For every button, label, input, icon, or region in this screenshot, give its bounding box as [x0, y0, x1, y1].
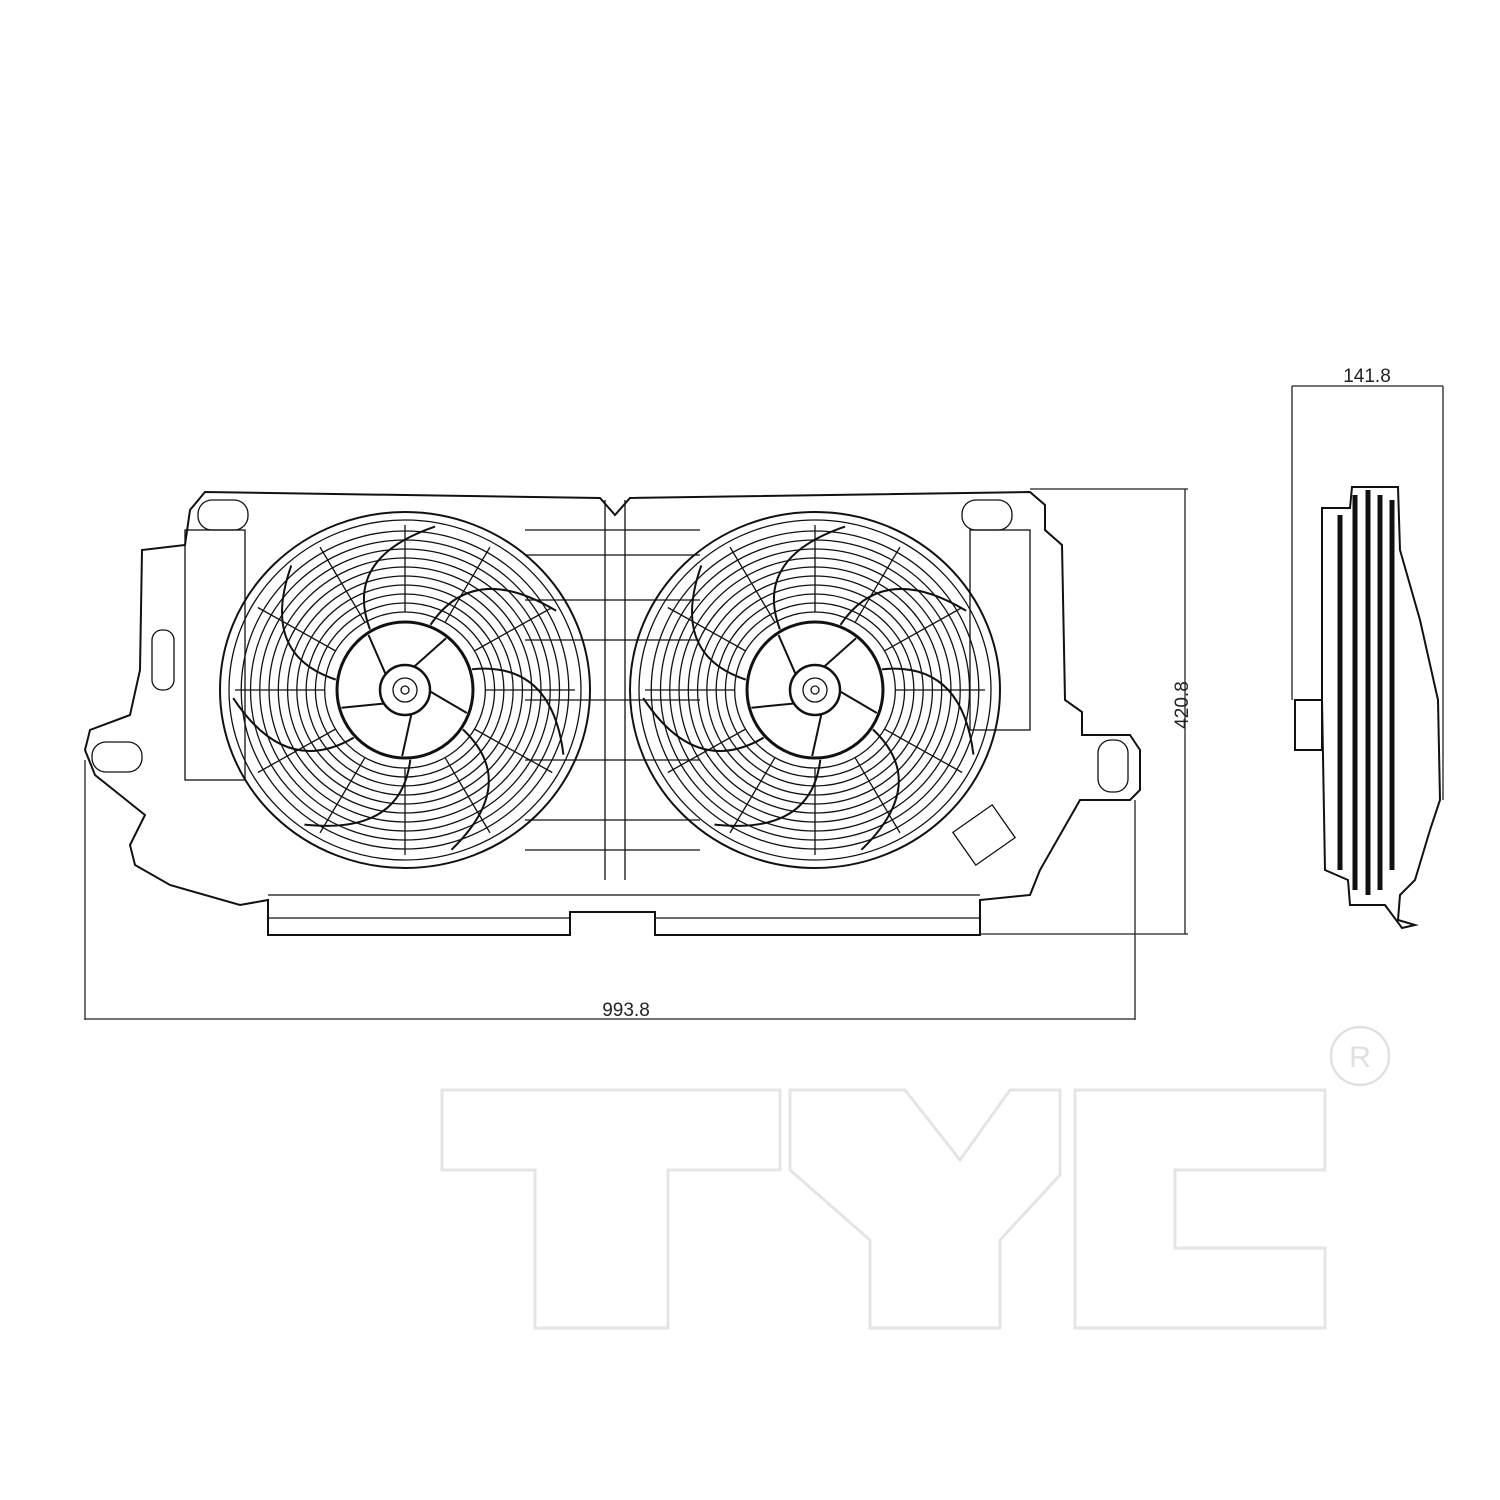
mount-hole-right — [1097, 739, 1129, 793]
dimension-depth: 141.8 — [1291, 366, 1444, 800]
dimension-depth-label: 141.8 — [1343, 366, 1391, 387]
mount-hole-top-right — [961, 499, 1013, 531]
slot-left — [151, 629, 175, 691]
fan-blade — [642, 697, 765, 752]
fan-blade — [429, 587, 557, 626]
fan-hub-spoke — [823, 637, 857, 668]
fan-hub-spoke — [341, 702, 385, 709]
fan-hub-spoke — [429, 690, 468, 714]
fan-guard-spoke — [729, 546, 776, 623]
fan-guard-spoke — [444, 546, 491, 623]
side-bracket-left — [184, 529, 246, 781]
fan-left — [219, 511, 591, 869]
fan-blade — [691, 565, 747, 681]
side-bracket-right — [969, 529, 1031, 731]
fan-guard-spoke — [854, 757, 901, 834]
fan-blade — [772, 525, 846, 630]
fan-blade — [304, 759, 412, 827]
fan-right — [629, 511, 1001, 869]
fan-guard-spoke — [667, 728, 747, 774]
dimension-width: 993.8 — [84, 760, 1136, 1021]
fan-axle — [810, 685, 820, 695]
fan-guard-spoke — [729, 757, 776, 834]
fan-blade — [362, 525, 436, 630]
fan-motor-cap — [802, 677, 828, 703]
fan-guard-spoke — [667, 606, 747, 652]
fan-blade — [281, 565, 337, 681]
fan-shroud-ring — [629, 511, 1001, 869]
fan-guard-spoke — [444, 757, 491, 834]
dimension-width-label: 993.8 — [602, 1000, 650, 1021]
side-view-detail — [1337, 490, 1395, 895]
side-view — [1294, 486, 1442, 930]
dimension-height-label: 420.8 — [1172, 681, 1193, 729]
fan-guard-spoke — [257, 606, 337, 652]
fan-guard-spoke — [473, 606, 553, 652]
fan-guard-spoke — [883, 606, 963, 652]
fan-guard-spoke — [854, 546, 901, 623]
fan-axle — [400, 685, 410, 695]
shroud-outline — [83, 490, 1141, 936]
registered-mark — [1329, 1025, 1391, 1087]
resistor-module — [951, 803, 1017, 867]
mount-hole-top-left — [197, 499, 249, 531]
fan-guard-spoke — [883, 728, 963, 774]
fan-blade — [839, 587, 967, 626]
center-grid — [525, 500, 700, 880]
fan-motor — [788, 663, 842, 717]
fan-guard-spoke — [319, 757, 366, 834]
fan-hub-spoke — [413, 637, 447, 668]
fan-blade — [232, 697, 355, 752]
registered-mark-letter: R — [1349, 1041, 1371, 1074]
fan-hub-spoke — [839, 690, 878, 714]
fan-blade — [714, 759, 822, 827]
fan-motor-cap — [392, 677, 418, 703]
fan-guard-spoke — [257, 728, 337, 774]
fan-hub-spoke — [367, 634, 387, 675]
fan-guard-spoke — [473, 728, 553, 774]
mount-hole-left — [91, 741, 143, 773]
fan-blade — [450, 728, 490, 851]
fan-blade — [471, 667, 565, 755]
fan-shroud-inner-ring — [638, 519, 992, 861]
fan-hub-spoke — [811, 713, 823, 757]
fan-motor — [378, 663, 432, 717]
fan-guard-spoke — [319, 546, 366, 623]
fan-hub-spoke — [751, 702, 795, 709]
bottom-rail — [268, 894, 980, 919]
fan-blade — [881, 667, 975, 755]
fan-shroud-inner-ring — [228, 519, 582, 861]
fan-hub-spoke — [401, 713, 413, 757]
dimension-height: 420.8 — [980, 488, 1193, 935]
side-view-outline — [1294, 486, 1442, 930]
fan-hub-spoke — [777, 634, 797, 675]
front-view — [83, 490, 1141, 936]
tyc-logo: R — [440, 1025, 1391, 1330]
fan-shroud-ring — [219, 511, 591, 869]
fan-blade — [860, 728, 900, 851]
